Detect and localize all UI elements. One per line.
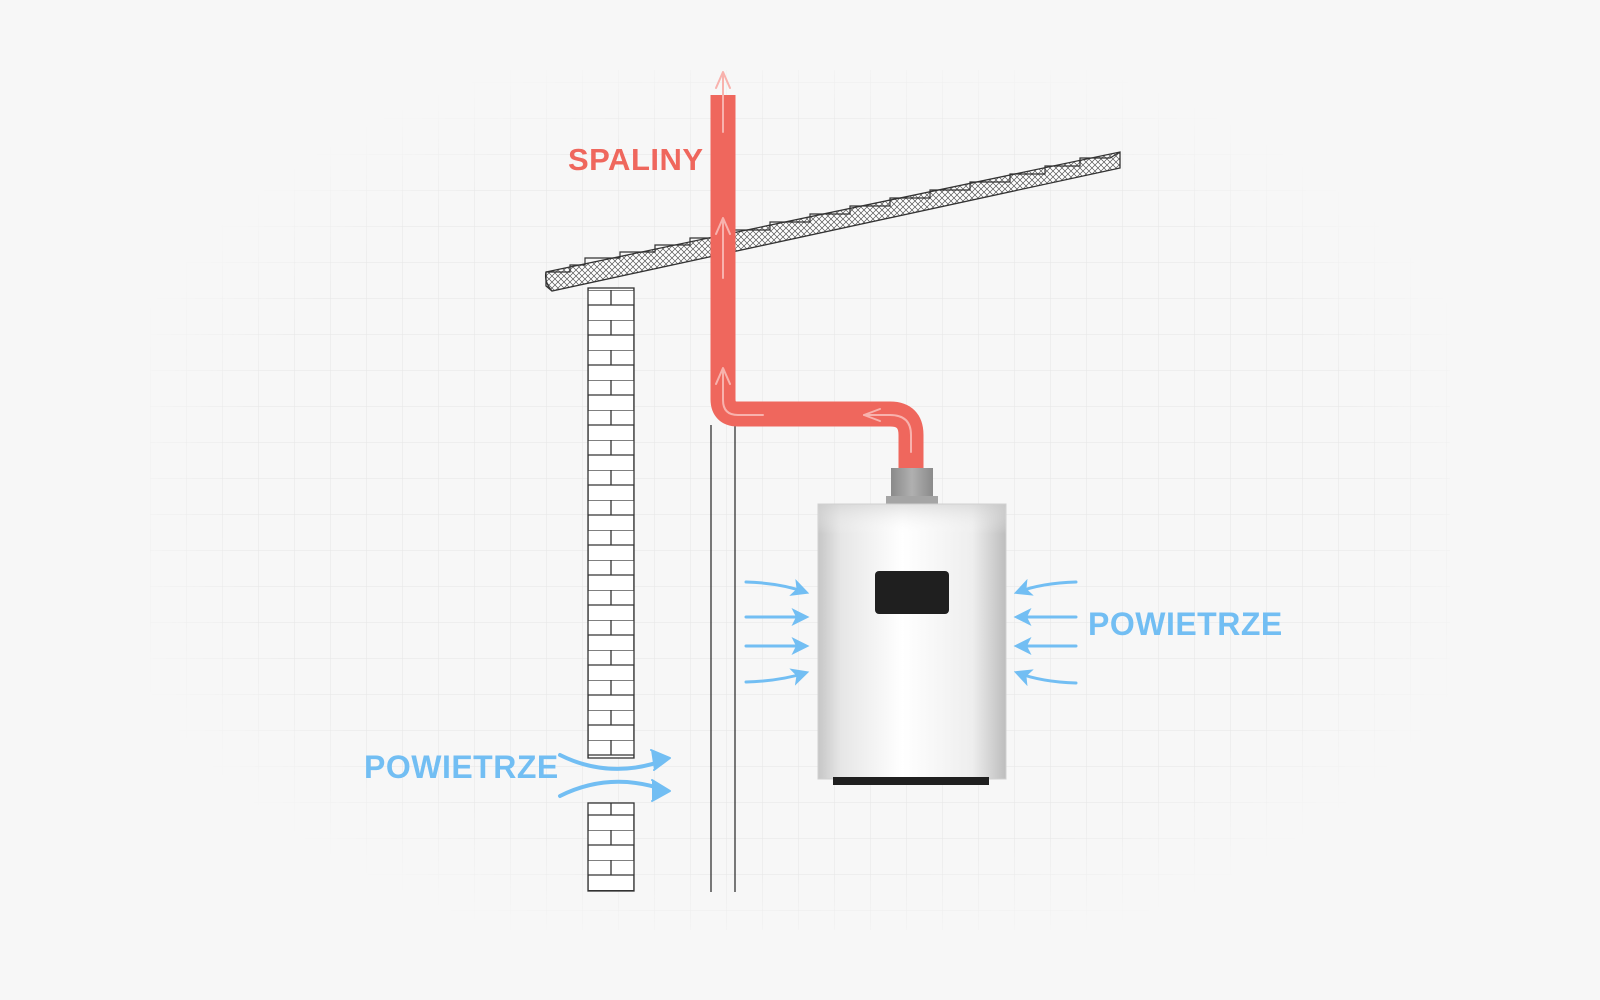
exhaust-label: SPALINY	[568, 142, 704, 177]
roof	[544, 151, 1121, 292]
arrow-left-icon	[1013, 578, 1078, 596]
wall-air-intake	[558, 749, 671, 802]
air-arrows-right	[1013, 578, 1078, 687]
flue-collar	[891, 468, 933, 497]
air-label-right: POWIETRZE	[1088, 606, 1283, 642]
heater-base	[833, 777, 989, 785]
arrow-right-icon	[744, 578, 810, 596]
interior-wall	[710, 425, 736, 892]
air-arrows-left	[744, 578, 810, 686]
display-panel	[875, 571, 949, 614]
arrow-left-icon	[863, 408, 881, 422]
air-label-left: POWIETRZE	[364, 749, 559, 785]
arrow-up-icon	[715, 217, 731, 279]
water-heater	[817, 468, 1007, 785]
arrow-right-icon	[744, 668, 810, 686]
arrow-left-icon	[1013, 669, 1078, 687]
exhaust-arrows	[715, 71, 912, 453]
brick-wall	[587, 287, 635, 892]
arrow-up-icon	[715, 367, 731, 385]
arrow-up-icon	[715, 71, 731, 133]
